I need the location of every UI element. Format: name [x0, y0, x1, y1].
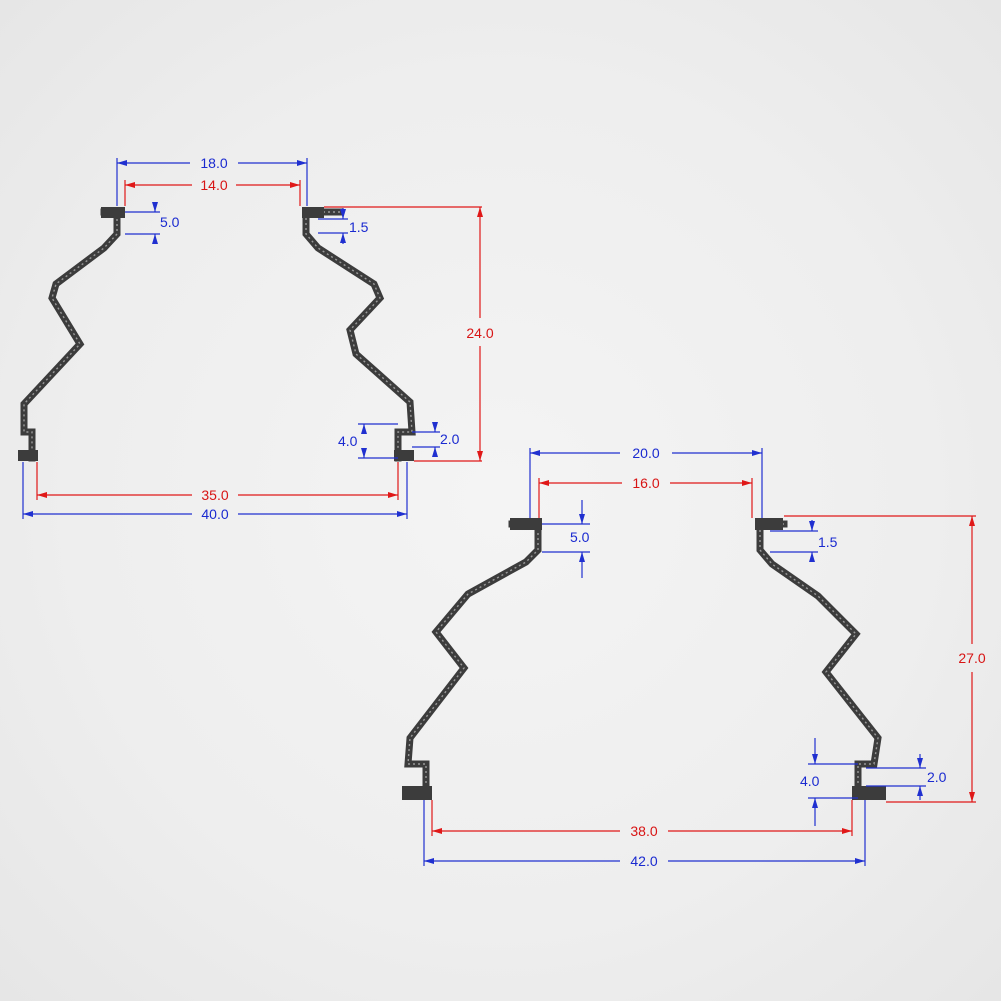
- small-bottom-outer-dim: 40.0: [201, 506, 228, 522]
- large-boot-flange-bottom-left: [402, 786, 432, 800]
- large-boot-drawing: 20.0 16.0 5.0 1.5 27.0 4.0: [402, 445, 986, 869]
- small-boot-flange-bottom-right: [394, 450, 414, 461]
- small-boot-right-wall: [302, 208, 416, 462]
- large-boot-flange-bottom-right: [852, 786, 886, 800]
- small-boot-flange-bottom-left: [18, 450, 38, 461]
- small-height-dim: 24.0: [466, 325, 493, 341]
- large-boot-flange-top-right: [755, 518, 783, 530]
- large-bottom-outer-dim: 42.0: [630, 853, 657, 869]
- large-bottom-gap-dim: 2.0: [927, 769, 947, 785]
- small-flange-gap-dim: 1.5: [349, 219, 369, 235]
- large-flange-gap-dim: 1.5: [818, 534, 838, 550]
- large-boot-flange-top-left: [510, 518, 542, 530]
- small-flange-depth-dim: 5.0: [160, 214, 180, 230]
- large-bottom-lip-dim: 4.0: [800, 773, 820, 789]
- large-top-outer-dim: 20.0: [632, 445, 659, 461]
- large-height-dim: 27.0: [958, 650, 985, 666]
- large-flange-depth-dim: 5.0: [570, 529, 590, 545]
- small-top-outer-dim: 18.0: [200, 155, 227, 171]
- large-bottom-inner-dim: 38.0: [630, 823, 657, 839]
- small-boot-flange-top-right: [302, 207, 324, 218]
- small-bottom-inner-dim: 35.0: [201, 487, 228, 503]
- large-top-inner-dim: 16.0: [632, 475, 659, 491]
- large-boot-right-wall: [756, 520, 882, 796]
- small-top-inner-dim: 14.0: [200, 177, 227, 193]
- small-boot-flange-top-left: [101, 207, 125, 218]
- small-bottom-gap-dim: 2.0: [440, 431, 460, 447]
- small-boot-drawing: 18.0 14.0 5.0 1.5 24.0 4.0: [18, 155, 494, 522]
- small-bottom-lip-dim: 4.0: [338, 433, 358, 449]
- large-boot-left-wall: [404, 520, 542, 796]
